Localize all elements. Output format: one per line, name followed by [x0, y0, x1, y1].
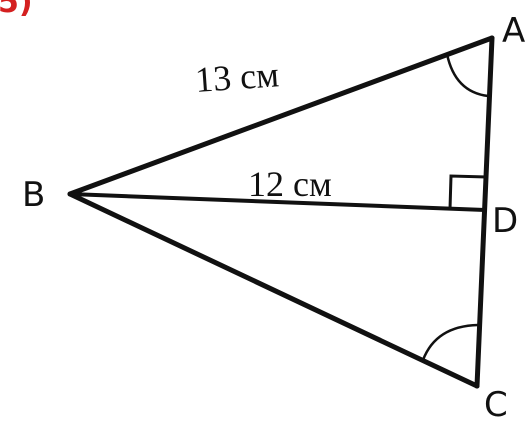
side-AC: [474, 35, 495, 389]
right-angle-marker: [448, 174, 488, 210]
point-label-C: C: [484, 385, 508, 425]
point-label-D: D: [492, 201, 518, 241]
point-label-B: B: [22, 175, 45, 215]
length-label-BD: 12 см: [248, 164, 332, 204]
corner-mark: 5): [0, 0, 33, 20]
length-label-AB: 13 см: [194, 54, 280, 100]
altitude-BD: [68, 192, 487, 212]
point-label-A: A: [502, 11, 525, 51]
side-BC: [67, 191, 480, 389]
angle-A-arc: [445, 53, 489, 98]
angle-C-arc: [421, 323, 479, 361]
side-AB: [67, 35, 495, 197]
